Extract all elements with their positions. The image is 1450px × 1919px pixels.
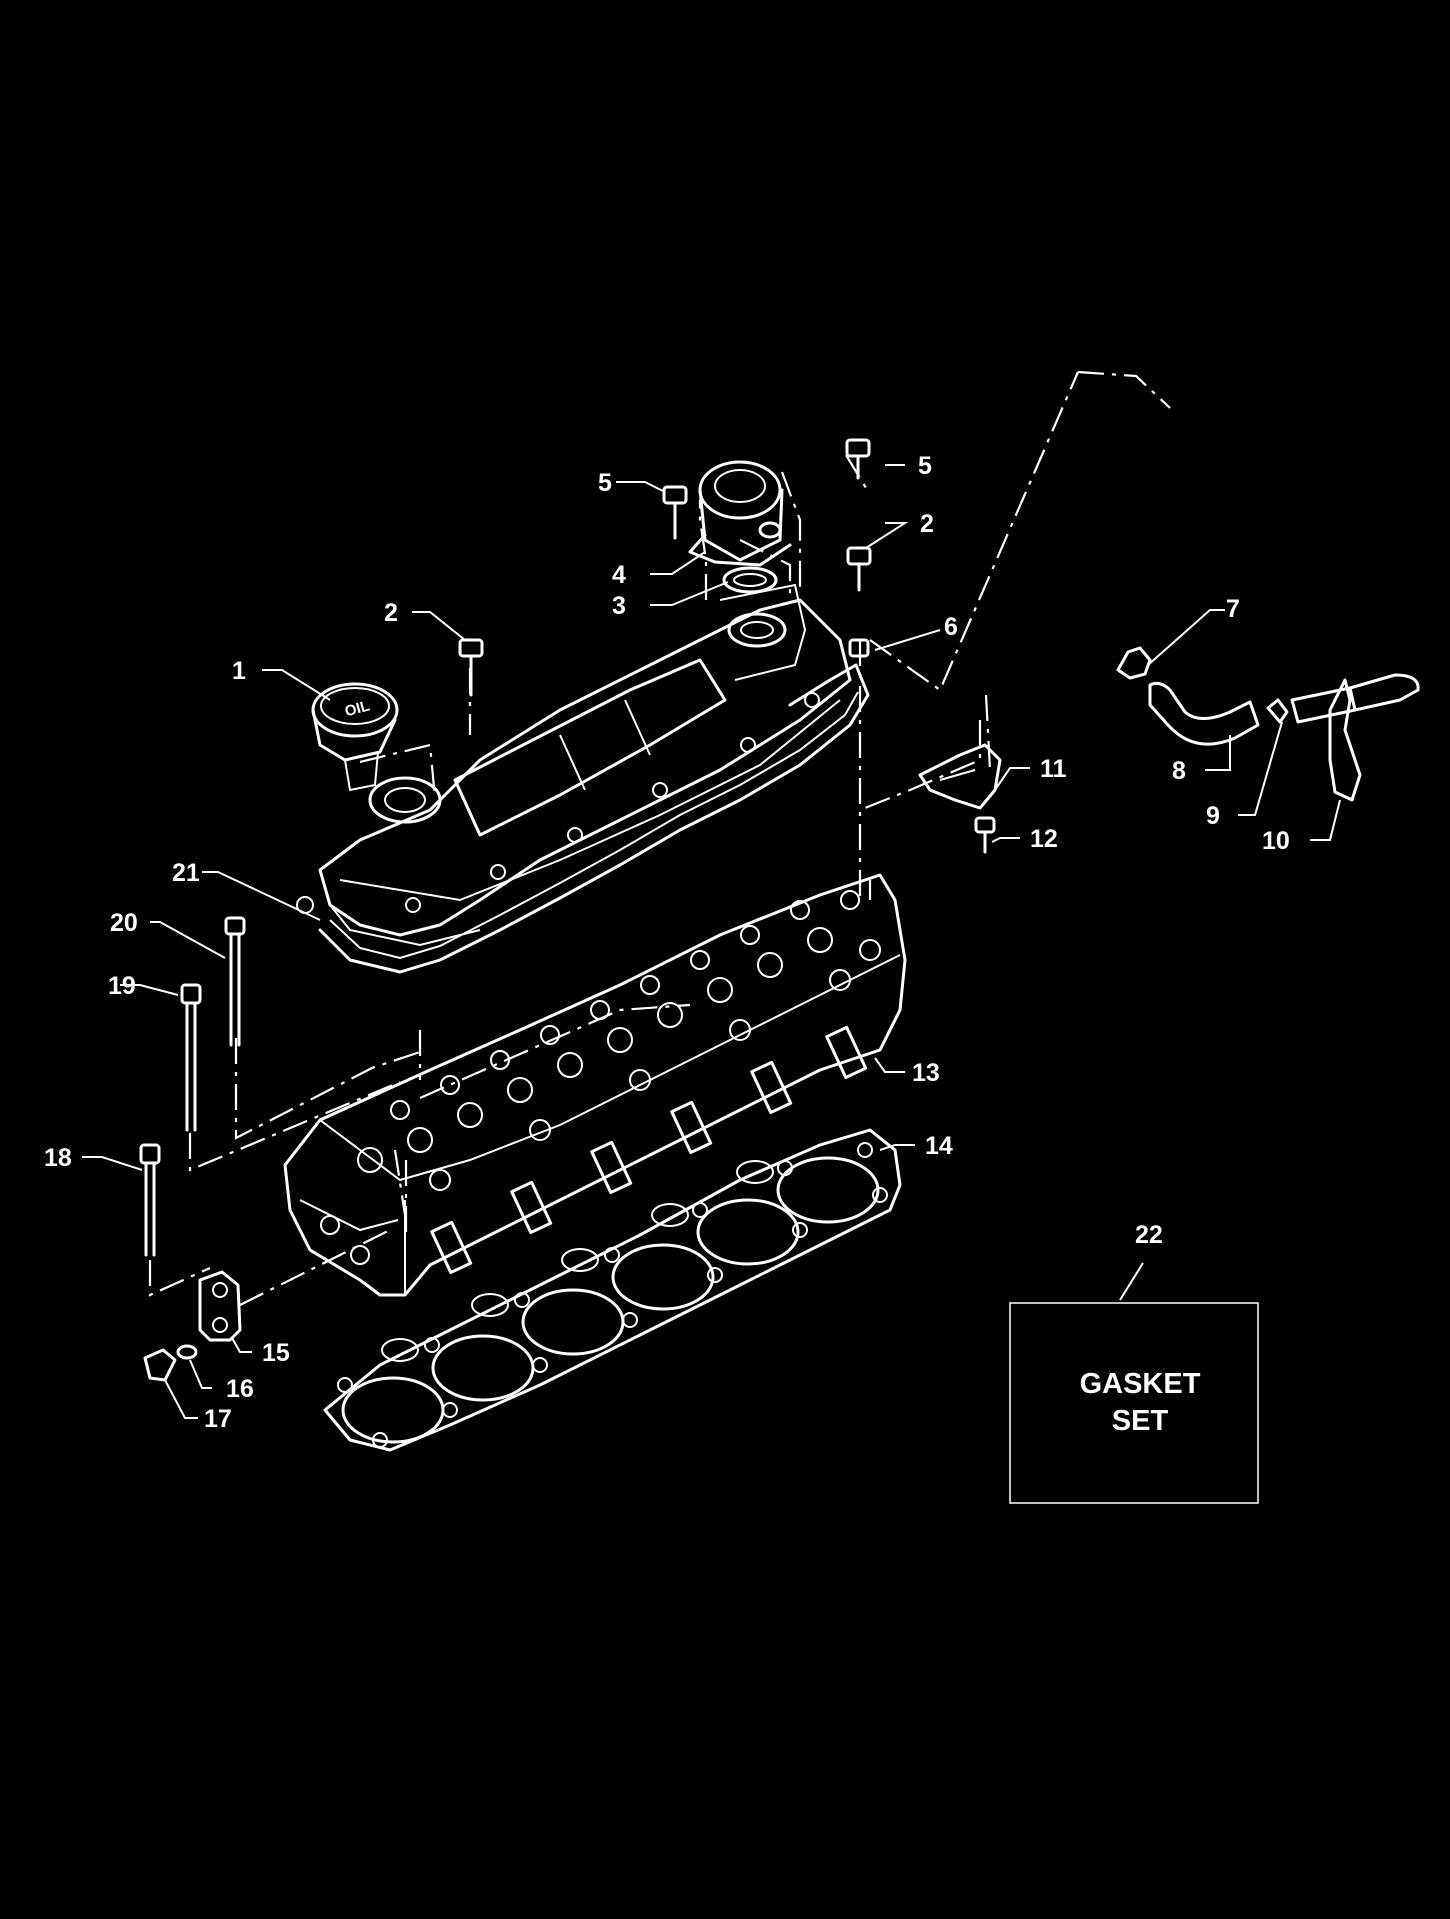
callout-21: 21: [172, 859, 200, 887]
callout-1: 1: [232, 657, 246, 685]
callout-4: 4: [612, 561, 626, 589]
callout-5-left: 5: [598, 469, 612, 497]
callout-13: 13: [912, 1059, 940, 1087]
callout-11: 11: [1040, 755, 1067, 783]
breather-hose-assembly: [1116, 646, 1420, 802]
callout-16: 16: [226, 1375, 254, 1403]
head-bolts: [139, 916, 246, 1257]
lifting-eye: [143, 1270, 242, 1382]
callout-10: 10: [1262, 827, 1290, 855]
gasket-set-line2: SET: [1112, 1405, 1169, 1437]
gasket-holes: [337, 1142, 888, 1448]
callout-18: 18: [44, 1144, 72, 1172]
head-ports: [430, 1025, 868, 1274]
bracket-11: [918, 743, 1002, 854]
callout-14: 14: [925, 1132, 953, 1160]
valve-cover: [296, 598, 852, 947]
callout-19: 19: [108, 972, 136, 1000]
callout-2-left: 2: [384, 599, 398, 627]
callout-12: 12: [1030, 825, 1058, 853]
callout-8: 8: [1172, 757, 1186, 785]
callout-15: 15: [262, 1339, 290, 1367]
callout-6: 6: [944, 613, 958, 641]
callout-leaders: [82, 464, 1341, 1419]
head-details: [320, 890, 881, 1265]
breather-housing: [688, 460, 807, 681]
gasket-set-line1: GASKET: [1080, 1368, 1201, 1400]
callout-22: 22: [1135, 1221, 1163, 1249]
callout-labels: 1 2 2 3 4 5 5 6 7 8 9 10 11 12 13 14 15 …: [44, 452, 1290, 1433]
oil-cap-text: OIL: [343, 697, 372, 720]
oil-filler-cap: OIL: [311, 682, 399, 792]
rocker-cover-gasket: [318, 663, 870, 974]
callout-20: 20: [110, 909, 138, 937]
head-gasket: [323, 1128, 902, 1452]
callout-2-right: 2: [920, 510, 934, 538]
gasket-set-box: GASKET SET: [1009, 1302, 1259, 1504]
cylinder-head: [283, 873, 907, 1297]
callout-3: 3: [612, 592, 626, 620]
callout-17: 17: [204, 1405, 232, 1433]
callout-7: 7: [1226, 595, 1240, 623]
callout-5-right: 5: [918, 452, 932, 480]
callout-9: 9: [1206, 802, 1220, 830]
cover-bolts: [458, 438, 872, 697]
